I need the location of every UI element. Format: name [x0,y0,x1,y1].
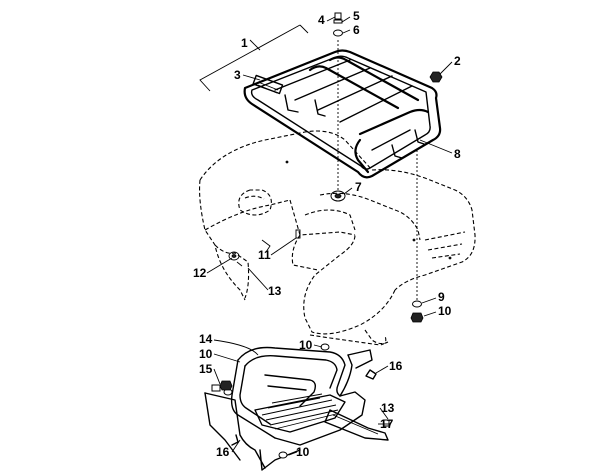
callout-13: 13 [381,401,395,415]
callout-1: 1 [241,36,248,50]
callout-17: 17 [380,417,394,431]
callout-5: 5 [353,9,360,23]
callout-10: 10 [438,304,452,318]
callout-16: 16 [216,445,230,459]
callout-6: 6 [353,23,360,37]
callout-10: 10 [199,347,213,361]
rear-fender [199,130,476,346]
callout-9: 9 [438,290,445,304]
callout-3: 3 [234,68,241,82]
callout-16: 16 [389,359,403,373]
callout-10: 10 [299,338,313,352]
footwell [204,343,390,471]
callout-7: 7 [355,180,362,194]
callout-2: 2 [454,54,461,68]
callout-labels: 1 2 3 4 5 6 7 8 9 10 11 12 13 14 10 15 1… [193,9,461,459]
hardware-top [330,12,443,323]
callout-11: 11 [258,248,271,262]
callout-15: 15 [199,362,213,376]
rear-rack [243,49,442,179]
callout-12: 12 [193,266,207,280]
callout-8: 8 [454,147,461,161]
callout-13: 13 [268,284,282,298]
callout-4: 4 [318,13,325,27]
leader-lines [199,16,453,456]
callout-14: 14 [199,332,213,346]
callout-10: 10 [296,445,310,459]
